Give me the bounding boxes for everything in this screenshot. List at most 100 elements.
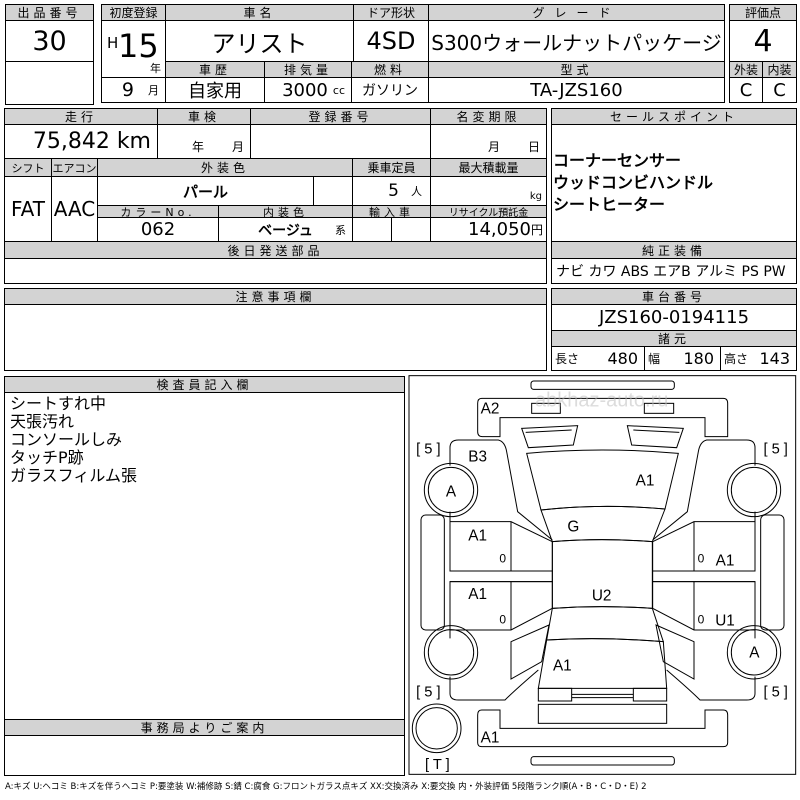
inspector-note: コンソールしみ bbox=[10, 430, 123, 449]
model-label: 型式 bbox=[428, 61, 725, 78]
specs-label: 諸元 bbox=[551, 330, 797, 347]
mark-trunk: A1 bbox=[553, 658, 572, 675]
equipment-value: ナビ カワ ABS エアB アルミ PS PW bbox=[551, 258, 797, 284]
height-cell: 高さ 143 bbox=[720, 346, 797, 371]
inspector-note: タッチP跡 bbox=[10, 448, 84, 467]
car-name: アリスト bbox=[165, 20, 354, 62]
displacement-label: 排気量 bbox=[264, 61, 352, 78]
door-zero: 0 bbox=[698, 552, 705, 566]
import-cell-2 bbox=[391, 217, 431, 242]
rear-door bbox=[449, 581, 553, 631]
doors-label: ドア形状 bbox=[353, 4, 429, 21]
watermark: abkhaz-auto.ru bbox=[535, 390, 668, 412]
mark-hood: A1 bbox=[636, 473, 655, 490]
capacity-unit: 人 bbox=[411, 185, 422, 198]
int-color-value: ベージュ bbox=[258, 222, 313, 239]
doors-value: 4SD bbox=[353, 20, 429, 62]
quarter-window bbox=[510, 624, 550, 680]
shift-label: シフト bbox=[4, 158, 52, 177]
reg-year: 15 bbox=[118, 27, 159, 65]
rear-window bbox=[546, 606, 665, 643]
recycle-value: 14,050 bbox=[468, 219, 531, 240]
displacement-value: 3000 bbox=[282, 79, 328, 101]
int-color-cell: ベージュ 系 bbox=[218, 217, 353, 242]
recycle-unit: 円 bbox=[530, 223, 543, 237]
model-value: TA-JZS160 bbox=[428, 77, 725, 103]
side-step bbox=[420, 514, 445, 631]
mark-roof: U2 bbox=[592, 588, 612, 605]
mark-rear-left-door: A1 bbox=[468, 586, 487, 603]
history-label: 車歴 bbox=[165, 61, 265, 78]
aircon-value: AAC bbox=[51, 176, 98, 242]
grade-value: S300ウォールナットパッケージ bbox=[428, 20, 725, 62]
first-reg-label: 初度登録 bbox=[101, 4, 166, 21]
height-value: 143 bbox=[759, 349, 790, 368]
later-parts-value bbox=[4, 258, 547, 284]
front-fender bbox=[449, 439, 553, 541]
ext-color-label: 外装色 bbox=[97, 158, 353, 177]
front-bumper-bar bbox=[530, 380, 675, 390]
mileage-value: 75,842 km bbox=[4, 124, 158, 159]
lot-number: 30 bbox=[5, 20, 94, 62]
recycle-cell: 14,050 円 bbox=[430, 217, 547, 242]
capacity-value: 5 bbox=[388, 181, 399, 201]
inspection-label: 車検 bbox=[157, 108, 251, 125]
equipment-label: 純正装備 bbox=[551, 241, 797, 259]
fuel-label: 燃料 bbox=[351, 61, 429, 78]
inspector-label: 検査員記入欄 bbox=[4, 376, 405, 393]
width-value: 180 bbox=[683, 349, 714, 368]
mark-rear-bumper: A1 bbox=[481, 729, 500, 746]
legend: A:キズ U:ヘコミ B:キズを伴うヘコミ P:要塗装 W:補修跡 S:錆 C:… bbox=[5, 782, 647, 792]
exterior-grade: C bbox=[729, 77, 763, 103]
sales-points-label: セールスポイント bbox=[551, 108, 797, 125]
door-zero: 0 bbox=[499, 552, 506, 566]
later-parts-label: 後日発送部品 bbox=[4, 241, 547, 259]
month-unit: 月 bbox=[148, 84, 159, 97]
mark-front-bumper: A2 bbox=[481, 400, 500, 417]
sales-point-item: コーナーセンサー bbox=[553, 151, 682, 170]
windshield bbox=[540, 505, 666, 543]
width-cell: 幅 180 bbox=[644, 346, 721, 371]
inspection-month-unit: 月 bbox=[231, 140, 244, 154]
lot-empty bbox=[5, 61, 94, 105]
inspector-note: ガラスフィルム張 bbox=[10, 466, 138, 485]
fuel-value: ガソリン bbox=[351, 77, 429, 103]
mileage-label: 走行 bbox=[4, 108, 158, 125]
width-label: 幅 bbox=[648, 352, 661, 366]
inspector-note: 天張汚れ bbox=[10, 412, 75, 431]
fog-light-right bbox=[643, 402, 675, 414]
chassis-label: 車台番号 bbox=[551, 288, 797, 305]
max-load-unit: kg bbox=[430, 176, 547, 206]
headlight-left bbox=[520, 425, 579, 449]
first-reg-year-cell: H 15 年 bbox=[101, 20, 166, 78]
chassis-value: JZS160-0194115 bbox=[551, 304, 797, 331]
interior-label: 内装 bbox=[762, 61, 797, 78]
damage-diagram: abkhaz-auto.ru A2 B3 A A1 G A1 A1 U2 A1 … bbox=[408, 375, 797, 775]
reg-month: 9 bbox=[121, 79, 134, 101]
ext-color-value: パール bbox=[97, 176, 314, 206]
headlight-right bbox=[626, 425, 685, 449]
inspector-note: シートすれ中 bbox=[10, 394, 107, 413]
year-unit: 年 bbox=[150, 62, 161, 75]
rear-panel bbox=[537, 703, 668, 724]
name-change-label: 名変期限 bbox=[430, 108, 547, 125]
tire-tread-fl: [ 5 ] bbox=[416, 441, 440, 457]
office-label: 事務局よりご案内 bbox=[4, 719, 405, 736]
score-value: 4 bbox=[729, 20, 797, 62]
height-label: 高さ bbox=[724, 352, 749, 366]
name-change-day-unit: 日 bbox=[527, 140, 540, 154]
grade-label: グレード bbox=[428, 4, 725, 21]
front-door bbox=[449, 521, 553, 572]
office-area bbox=[4, 735, 405, 776]
capacity-label: 乗車定員 bbox=[352, 158, 431, 177]
rear-quarter bbox=[449, 630, 539, 701]
front-bumper bbox=[477, 397, 729, 438]
name-change-month-unit: 月 bbox=[487, 140, 500, 154]
first-reg-month-cell: 9 月 bbox=[101, 77, 166, 103]
rear-bumper-bar bbox=[530, 756, 675, 766]
hood bbox=[526, 449, 679, 511]
mark-rear-right-wheel: A bbox=[749, 644, 760, 661]
history-value: 自家用 bbox=[165, 77, 265, 103]
